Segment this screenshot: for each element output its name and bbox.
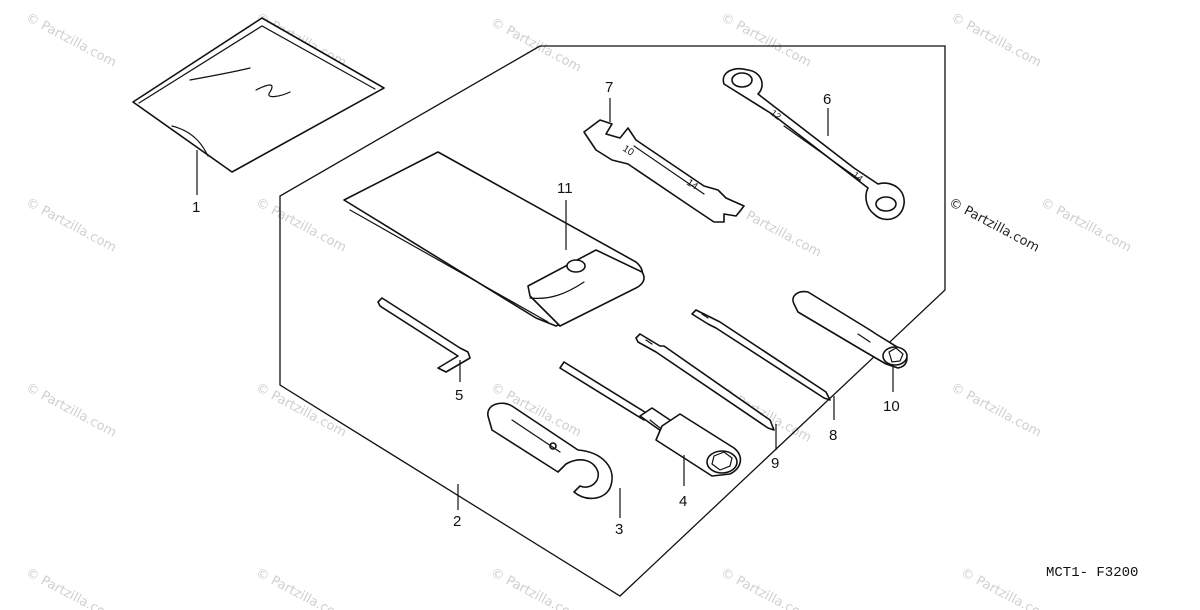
watermark: © Partzilla.com — [728, 200, 824, 260]
callout-5: 5 — [455, 387, 463, 404]
screwdriver-blade-long — [691, 309, 831, 401]
callout-10: 10 — [883, 398, 900, 415]
screwdriver-handle — [792, 290, 908, 369]
hex-key — [377, 297, 471, 373]
callout-4: 4 — [679, 493, 687, 510]
watermark: © Partzilla.com — [948, 10, 1044, 70]
pin-spanner — [487, 402, 613, 500]
watermark: © Partzilla.com — [23, 10, 119, 70]
wrench-6-marking-b: 14 — [851, 170, 865, 184]
box-end-wrench: 12 14 — [722, 68, 905, 221]
watermark: © Partzilla.com — [718, 565, 814, 610]
callout-3: 3 — [615, 521, 623, 538]
spark-plug-wrench — [559, 361, 742, 477]
callout-8: 8 — [829, 427, 837, 444]
screwdriver-blade — [635, 333, 775, 431]
watermark: © Partzilla.com — [23, 380, 119, 440]
tool-bag — [343, 151, 645, 327]
watermark: © Partzilla.com — [718, 10, 814, 70]
watermark: © Partzilla.com — [1038, 195, 1134, 255]
watermark: © Partzilla.com — [253, 565, 349, 610]
document-pouch — [132, 17, 385, 173]
watermark: © Partzilla.com — [23, 565, 119, 610]
wrench-6-marking-a: 12 — [769, 108, 783, 122]
callout-6: 6 — [823, 91, 831, 108]
watermark: © Partzilla.com — [23, 195, 119, 255]
callout-2: 2 — [453, 513, 461, 530]
credit-text: © Partzilla.com — [946, 195, 1042, 255]
watermark: © Partzilla.com — [948, 380, 1044, 440]
callout-9: 9 — [771, 455, 779, 472]
watermark: © Partzilla.com — [958, 565, 1054, 610]
callout-11: 11 — [557, 180, 573, 197]
figure-code: MCT1- F3200 — [1046, 565, 1138, 581]
callout-1: 1 — [192, 199, 200, 216]
kit-outline — [279, 45, 946, 597]
open-end-wrench: 10 14 — [583, 119, 745, 223]
watermark: © Partzilla.com — [253, 195, 349, 255]
callout-7: 7 — [605, 79, 613, 96]
watermark: © Partzilla.com — [488, 565, 584, 610]
watermark: © Partzilla.com — [253, 380, 349, 440]
